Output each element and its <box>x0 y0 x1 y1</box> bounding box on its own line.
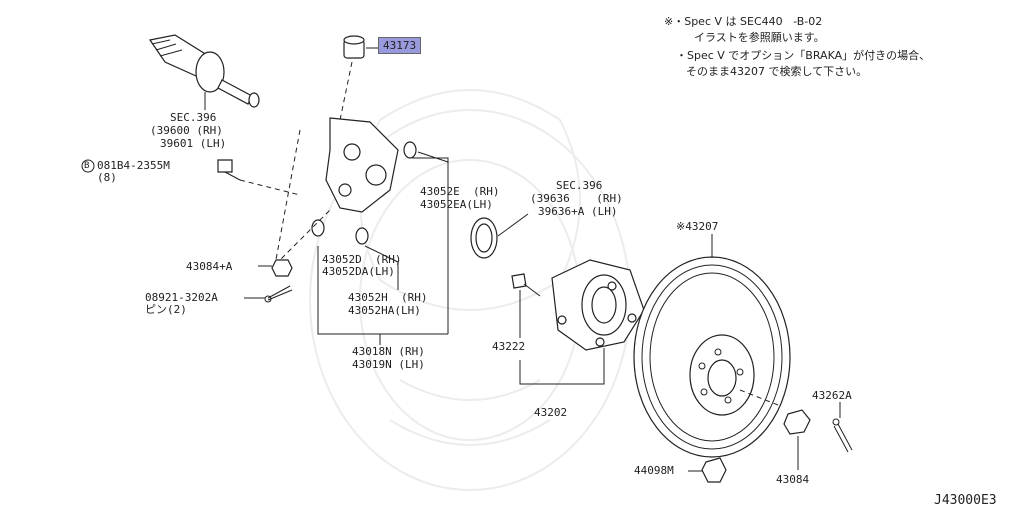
callout-08921[interactable]: 08921-3202A <box>145 291 218 304</box>
callout-43052ha[interactable]: 43052HA(LH) <box>348 304 421 317</box>
callout-sec396-a-rh[interactable]: (39600 (RH) <box>150 124 223 137</box>
callout-43222[interactable]: 43222 <box>492 340 526 353</box>
bolt-081b4 <box>217 129 331 266</box>
callout-43084[interactable]: 43084 <box>776 473 810 486</box>
note-line-1: ※・Spec V は SEC440 -B-02 <box>664 14 822 30</box>
hub-43202 <box>551 259 645 351</box>
drive-shaft <box>148 34 260 110</box>
callout-43173-label: 43173 <box>378 37 422 54</box>
callout-43019n[interactable]: 43019N (LH) <box>352 358 425 371</box>
callout-43018n[interactable]: 43018N (RH) <box>352 345 425 358</box>
nut-43084a <box>258 259 293 277</box>
note-asterisk: ※ <box>664 15 674 28</box>
callout-sec396-a-lh[interactable]: 39601 (LH) <box>160 137 227 150</box>
callout-sec396-a-title[interactable]: SEC.396 <box>170 111 217 124</box>
callout-43173[interactable]: 43173 <box>378 37 422 54</box>
cap-44098m <box>688 457 727 483</box>
bushing-43173 <box>339 35 378 121</box>
note-line-4: そのまま43207 で検索して下さい。 <box>686 65 868 78</box>
callout-08921-pin: ピン(2) <box>145 303 187 316</box>
bolt-b-letter: B <box>84 161 90 171</box>
bolt-b-marker-icon <box>81 159 95 173</box>
brake-disc-43207 <box>633 234 791 458</box>
callout-43202[interactable]: 43202 <box>534 406 568 419</box>
callout-081b4-qty: (8) <box>97 171 117 184</box>
callout-43207[interactable]: ※43207 <box>676 220 719 233</box>
callout-sec396-b-rh[interactable]: (39636 (RH) <box>530 192 623 205</box>
callout-081b4[interactable]: 081B4-2355M <box>97 159 170 172</box>
callout-43052da[interactable]: 43052DA(LH) <box>322 265 395 278</box>
callout-43052d[interactable]: 43052D (RH) <box>322 253 402 266</box>
callout-43084a[interactable]: 43084+A <box>186 260 233 273</box>
note-line-3: ・Spec V でオプション「BRAKA」が付きの場合、 <box>676 49 931 62</box>
callout-sec396-b-lh[interactable]: 39636+A (LH) <box>538 205 618 218</box>
callout-43262a[interactable]: 43262A <box>812 389 852 402</box>
note-spec-v: ・Spec V は SEC440 -B-02 <box>673 15 823 28</box>
nut-43084 <box>739 389 811 470</box>
callout-43052e[interactable]: 43052E (RH) <box>420 185 500 198</box>
diagram-code: J43000E3 <box>934 493 997 508</box>
note-line-2: イラストを参照願います。 <box>694 31 825 44</box>
cotter-pin-43262a <box>832 402 853 453</box>
callout-brackets <box>317 157 449 345</box>
oil-seal <box>470 213 529 259</box>
hub-bolt-43222 <box>511 273 605 385</box>
cotter-pin-08921 <box>244 285 293 303</box>
callout-43052ea[interactable]: 43052EA(LH) <box>420 198 493 211</box>
callout-43052h[interactable]: 43052H (RH) <box>348 291 428 304</box>
rear-knuckle <box>311 117 449 245</box>
callout-44098m[interactable]: 44098M <box>634 464 674 477</box>
callout-sec396-b-title[interactable]: SEC.396 <box>556 179 603 192</box>
